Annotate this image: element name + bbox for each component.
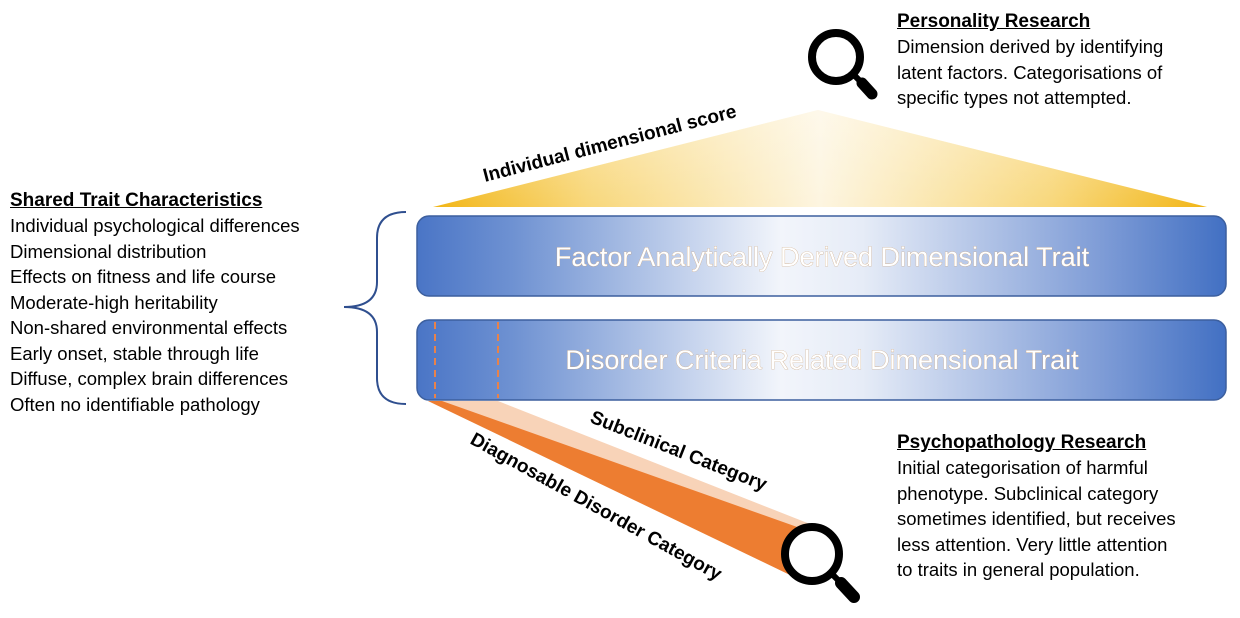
psychopathology-research-heading: Psychopathology Research (897, 432, 1147, 453)
diagnosable-beam (428, 401, 800, 575)
shared-traits-block: Shared Trait Characteristics Individual … (10, 189, 300, 417)
personality-research-line: specific types not attempted. (897, 87, 1132, 108)
psychopathology-research-line: Initial categorisation of harmful (897, 457, 1148, 478)
personality-research-block: Personality Research Dimension derived b… (897, 10, 1163, 111)
psychopathology-research-line: phenotype. Subclinical category (897, 482, 1159, 504)
trait-item: Individual psychological differences (10, 215, 300, 236)
disorder-trait-label: Disorder Criteria Related Dimensional Tr… (565, 345, 1079, 375)
trait-item: Often no identifiable pathology (10, 393, 260, 415)
shared-traits-heading: Shared Trait Characteristics (10, 190, 263, 211)
factor-trait-bar (416, 215, 1227, 297)
dimensional-score-beam-fade (433, 110, 1207, 207)
brace-icon (343, 211, 407, 405)
psychopathology-research-block: Psychopathology Research Initial categor… (897, 431, 1176, 583)
psychopathology-research-line: sometimes identified, but receives (897, 508, 1176, 529)
trait-item: Non-shared environmental effects (10, 317, 288, 338)
personality-research-line: latent factors. Categorisations of (897, 61, 1163, 83)
trait-item: Early onset, stable through life (10, 342, 259, 364)
trait-item: Dimensional distribution (10, 240, 207, 262)
psychopathology-research-line: less attention. Very little attention (897, 533, 1168, 555)
magnifying-glass-icon (808, 29, 878, 100)
disorder-trait-bar (416, 319, 1227, 401)
magnifying-glass-icon (781, 523, 860, 603)
trait-item: Moderate-high heritability (10, 291, 218, 313)
trait-item: Effects on fitness and life course (10, 266, 277, 287)
personality-research-heading: Personality Research (897, 11, 1091, 32)
factor-trait-label: Factor Analytically Derived Dimensional … (555, 242, 1090, 272)
psychopathology-research-line: to traits in general population. (897, 559, 1140, 580)
personality-research-line: Dimension derived by identifying (897, 36, 1164, 57)
trait-item: Diffuse, complex brain differences (10, 368, 288, 389)
